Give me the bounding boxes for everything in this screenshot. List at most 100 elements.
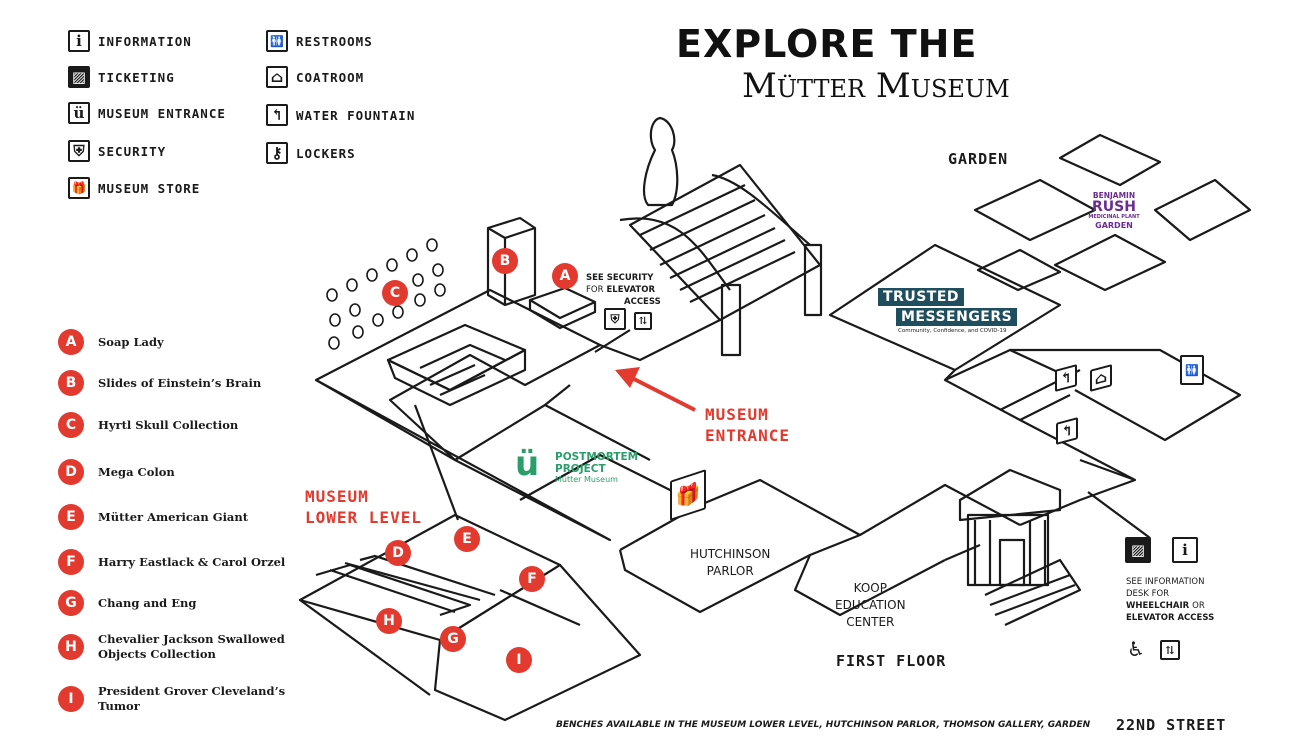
first-floor-outline xyxy=(314,288,612,542)
restroom-icon: 🚻 xyxy=(266,30,288,52)
garden-label: GARDEN xyxy=(948,150,1009,168)
legend-label: MUSEUM STORE xyxy=(98,180,201,196)
exhibit-badge: H xyxy=(58,634,84,660)
info-note-wheelchair: WHEELCHAIR xyxy=(1126,601,1190,611)
info-note-line-2: DESK FOR xyxy=(1126,589,1170,599)
shield-icon: ⛨ xyxy=(68,140,90,162)
hutchinson-line-2: PARLOR xyxy=(706,564,754,578)
exhibit-label: President Grover Cleveland’s Tumor xyxy=(98,684,286,713)
street-label: 22ND STREET xyxy=(1116,716,1227,734)
map-badge-i: I xyxy=(506,647,532,673)
ticket-icon: ▨ xyxy=(68,66,90,88)
lower-level-line-2: LOWER LEVEL xyxy=(305,508,422,527)
legend-label: INFORMATION xyxy=(98,33,192,49)
exhibit-label: Harry Eastlack & Carol Orzel xyxy=(98,554,286,569)
exhibit-label: Mütter American Giant xyxy=(98,509,249,524)
legend-label: MUSEUM ENTRANCE xyxy=(98,105,226,121)
hanger-icon: ⌂ xyxy=(266,66,288,88)
info-access-note: SEE INFORMATION DESK FOR WHEELCHAIR OR E… xyxy=(1126,576,1214,624)
legend-information: i INFORMATION xyxy=(68,30,192,52)
exhibit-badge: A xyxy=(58,329,84,355)
exhibit-label: Soap Lady xyxy=(98,334,164,349)
security-note-elevator: ELEVATOR xyxy=(606,285,655,295)
legend-museum-entrance: ü MUSEUM ENTRANCE xyxy=(68,102,226,124)
map-badge-f: F xyxy=(519,566,545,592)
hutchinson-parlor-label: HUTCHINSON PARLOR xyxy=(690,546,770,580)
exhibit-badge: G xyxy=(58,590,84,616)
rush-line-1: BENJAMIN xyxy=(1092,191,1136,200)
postmortem-line-1: POSTMORTEM xyxy=(555,451,639,463)
benches-note: BENCHES AVAILABLE IN THE MUSEUM LOWER LE… xyxy=(556,720,1091,730)
first-floor-label: FIRST FLOOR xyxy=(836,652,947,670)
security-note: SEE SECURITY FOR ELEVATOR ACCESS xyxy=(586,272,661,308)
postmortem-u-icon: ü xyxy=(515,444,540,484)
security-note-line-3: ACCESS xyxy=(624,297,661,307)
title-line-1: EXPLORE THE xyxy=(676,22,978,66)
koop-line-1: KOOP xyxy=(853,581,887,595)
map-restroom-icon: 🚻 xyxy=(1180,355,1204,385)
exhibit-item-g: G Chang and Eng xyxy=(58,590,196,616)
exhibit-label: Hyrtl Skull Collection xyxy=(98,417,239,432)
legend-label: RESTROOMS xyxy=(296,33,373,49)
elevator-icon: ⇅ xyxy=(634,312,652,330)
legend-security: ⛨ SECURITY xyxy=(68,140,166,162)
exhibit-badge: C xyxy=(58,412,84,438)
water-fountain-icon: ↰ xyxy=(266,104,288,126)
security-note-line-1: SEE SECURITY xyxy=(586,273,654,283)
legend-label: COATROOM xyxy=(296,69,365,85)
exhibit-label: Chang and Eng xyxy=(98,595,197,610)
legend-restrooms: 🚻 RESTROOMS xyxy=(266,30,373,52)
exhibit-badge: I xyxy=(58,686,84,712)
exhibit-badge: D xyxy=(58,459,84,485)
trusted-messengers-logo: TRUSTED MESSENGERS Community, Confidence… xyxy=(878,286,1018,334)
rush-line-3: MEDICINAL PLANT xyxy=(1088,214,1140,220)
trusted-tagline: Community, Confidence, and COVID-19 xyxy=(898,328,1007,334)
koop-line-2: EDUCATION xyxy=(835,598,906,612)
trusted-line-1: TRUSTED xyxy=(878,288,965,306)
map-elevator-icon: ⇅ xyxy=(1160,640,1180,660)
map-badge-h: H xyxy=(376,608,402,634)
map-badge-c: C xyxy=(382,280,408,306)
exhibit-badge: B xyxy=(58,370,84,396)
title-line-2: Mütter Museum xyxy=(742,66,1010,106)
museum-entrance-line-1: MUSEUM xyxy=(705,405,769,424)
legend-label: LOCKERS xyxy=(296,145,356,161)
map-badge-a: A xyxy=(552,263,578,289)
map-badge-g: G xyxy=(440,626,466,652)
exhibit-item-a: A Soap Lady xyxy=(58,329,164,355)
lower-level-line-1: MUSEUM xyxy=(305,487,369,506)
info-note-line-4: ELEVATOR ACCESS xyxy=(1126,613,1215,623)
legend-ticketing: ▨ TICKETING xyxy=(68,66,175,88)
info-note-line-1: SEE INFORMATION xyxy=(1126,577,1205,587)
legend-coatroom: ⌂ COATROOM xyxy=(266,66,364,88)
postmortem-line-3: Mütter Museum xyxy=(555,475,618,484)
exhibit-item-h: H Chevalier Jackson Swallowed Objects Co… xyxy=(58,632,293,662)
rush-garden-logo: BENJAMIN RUSH MEDICINAL PLANT GARDEN xyxy=(1083,191,1145,231)
koop-education-label: KOOP EDUCATION CENTER xyxy=(835,580,906,631)
exhibit-label: Slides of Einstein’s Brain xyxy=(98,375,262,390)
rush-line-4: GARDEN xyxy=(1095,221,1133,230)
exhibit-badge: F xyxy=(58,549,84,575)
legend-label: TICKETING xyxy=(98,69,175,85)
map-badge-e: E xyxy=(454,526,480,552)
map-badge-d: D xyxy=(385,540,411,566)
map-badge-b: B xyxy=(492,248,518,274)
exhibit-item-i: I President Grover Cleveland’s Tumor xyxy=(58,684,293,714)
legend-label: WATER FOUNTAIN xyxy=(296,107,416,123)
exhibit-label: Chevalier Jackson Swallowed Objects Coll… xyxy=(98,632,285,661)
legend-lockers: ⚷ LOCKERS xyxy=(266,142,356,164)
koop-line-3: CENTER xyxy=(846,615,895,629)
key-icon: ⚷ xyxy=(266,142,288,164)
exhibit-item-b: B Slides of Einstein’s Brain xyxy=(58,370,261,396)
exhibit-item-c: C Hyrtl Skull Collection xyxy=(58,412,238,438)
legend-water-fountain: ↰ WATER FOUNTAIN xyxy=(266,104,415,126)
entrance-arrow xyxy=(615,367,696,412)
legend-museum-store: 🎁 MUSEUM STORE xyxy=(68,177,200,199)
info-icon: i xyxy=(68,30,90,52)
museum-entrance-line-2: ENTRANCE xyxy=(705,426,791,445)
rush-line-2: RUSH xyxy=(1092,199,1136,215)
info-note-or: OR xyxy=(1192,601,1205,611)
exhibit-item-f: F Harry Eastlack & Carol Orzel xyxy=(58,549,285,575)
exhibit-label: Mega Colon xyxy=(98,464,175,479)
map-info-icon: i xyxy=(1172,537,1198,563)
